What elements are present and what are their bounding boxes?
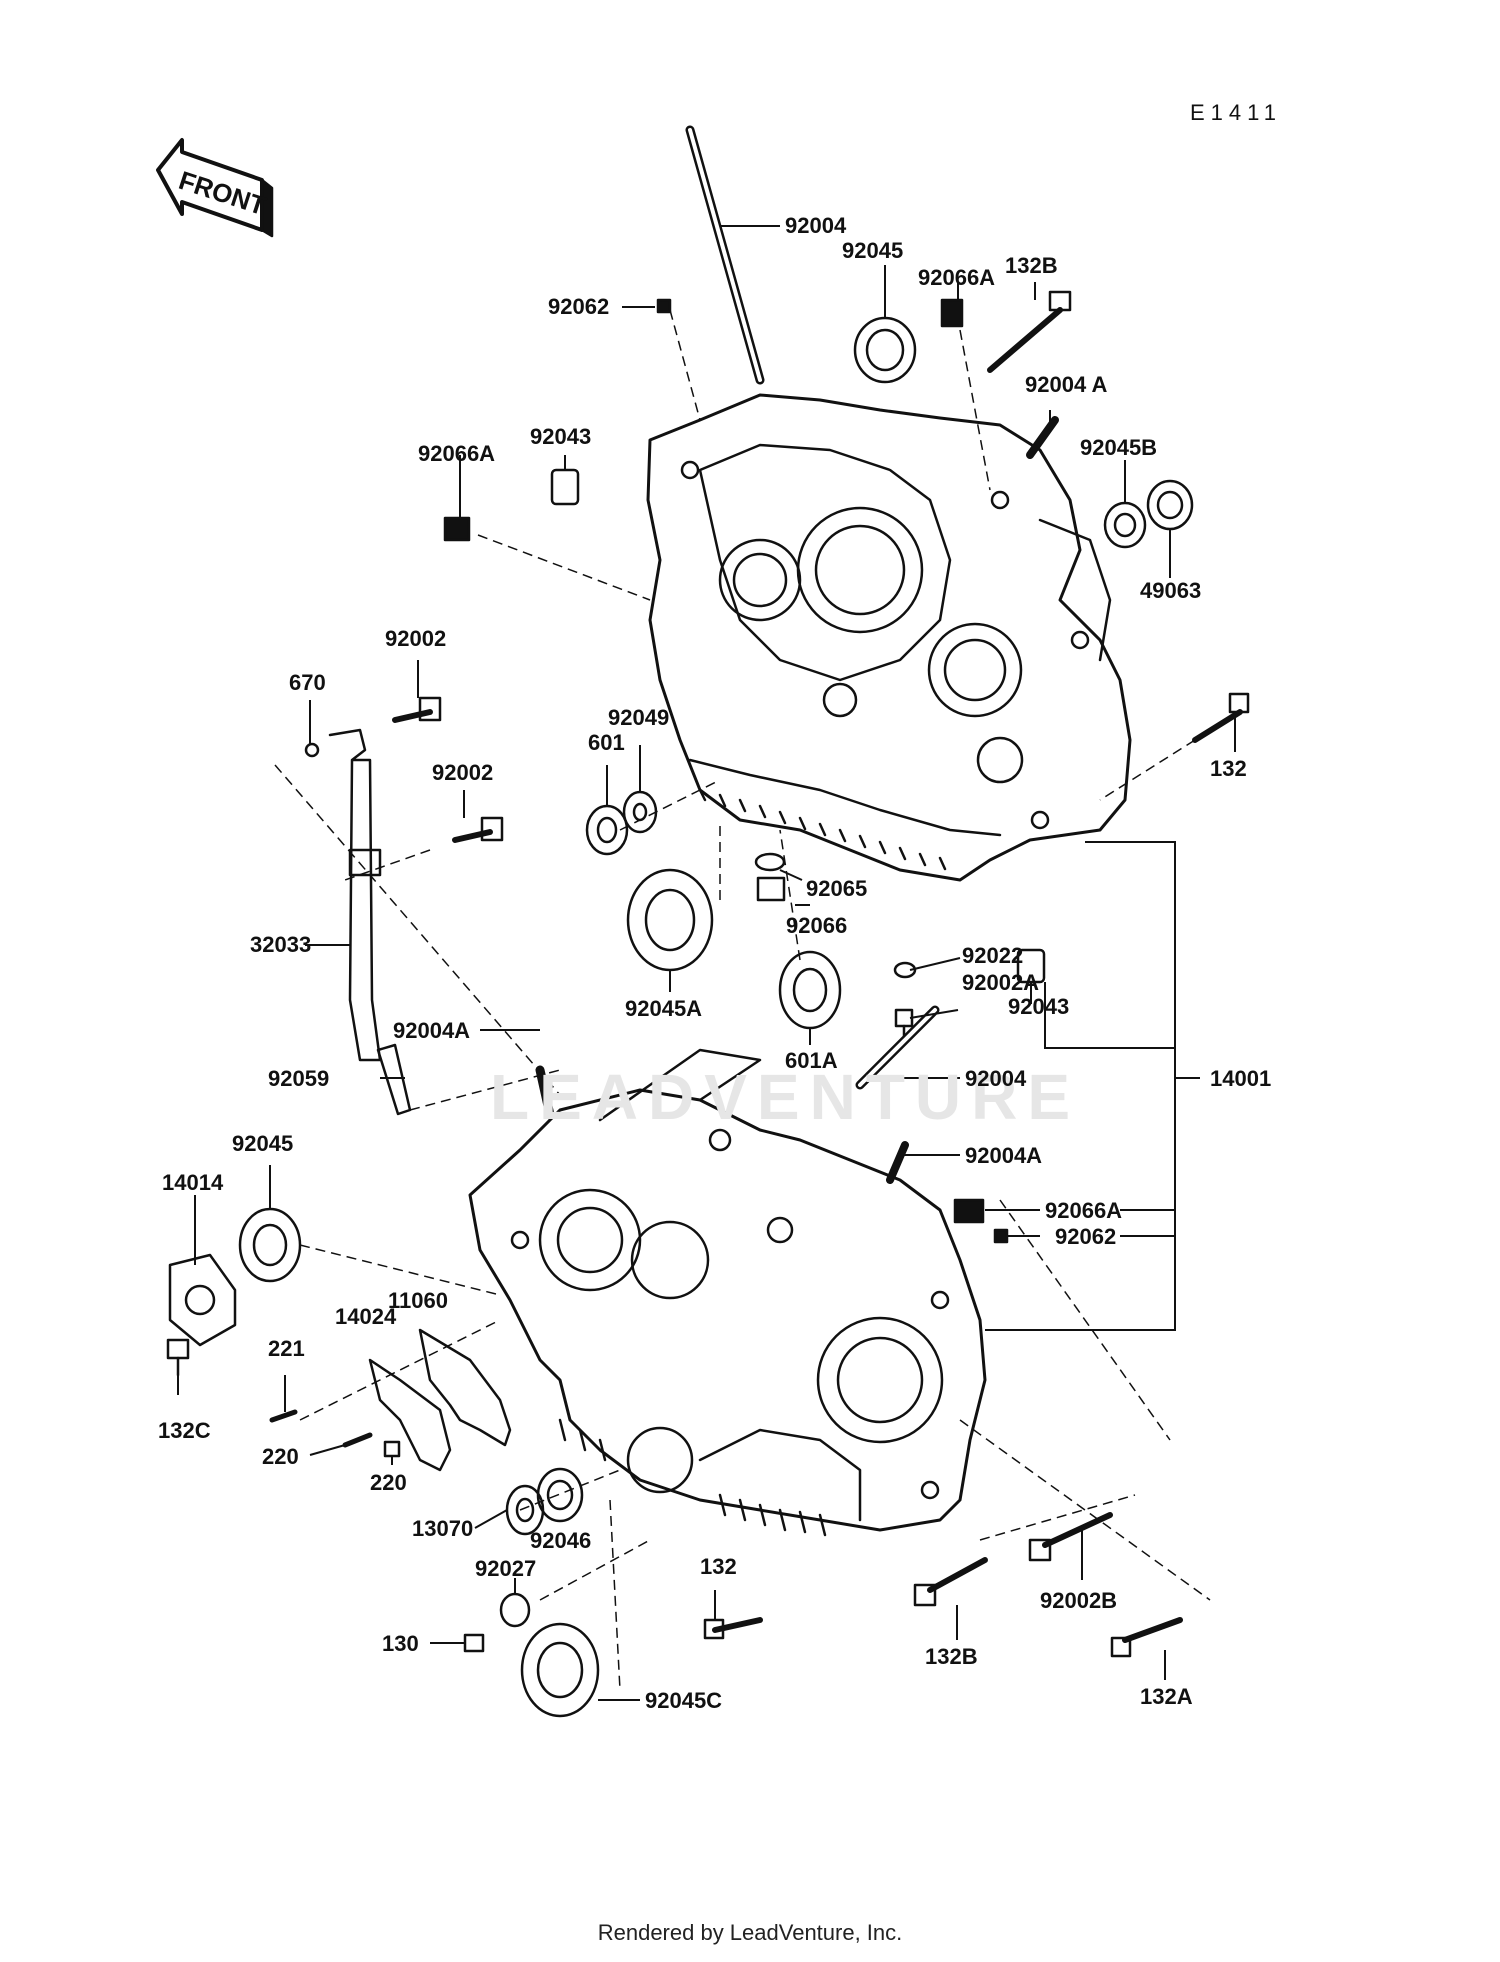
part-label-132-right[interactable]: 132 [1210, 756, 1247, 781]
part-label-132B-bottom[interactable]: 132B [925, 1644, 978, 1669]
part-label-92004A-top[interactable]: 92004 A [1025, 372, 1108, 397]
part-label-92002-b[interactable]: 92002 [432, 760, 494, 785]
seal-49063 [1146, 479, 1194, 531]
part-label-220-b[interactable]: 220 [370, 1470, 407, 1495]
part-label-92004-top[interactable]: 92004 [785, 213, 847, 238]
alignment-dashed-lines [274, 309, 1211, 1691]
bolt-92002-a [392, 696, 442, 723]
part-label-92004A-mid[interactable]: 92004A [393, 1018, 471, 1043]
part-label-92004A-right[interactable]: 92004A [965, 1143, 1043, 1168]
part-label-14024[interactable]: 14024 [335, 1304, 397, 1329]
bolt-132A [1110, 1617, 1183, 1658]
part-label-92066A-top[interactable]: 92066A [918, 265, 996, 290]
part-label-11060[interactable]: 11060 [388, 1288, 448, 1313]
part-label-14001[interactable]: 14001 [1210, 1066, 1272, 1091]
part-label-92045A[interactable]: 92045A [625, 996, 703, 1021]
plug-92066A-right [953, 1198, 985, 1224]
plate-11060 [418, 1328, 512, 1447]
bolt-92002B [1028, 1512, 1113, 1562]
leader-lines [177, 225, 1236, 1701]
part-label-92027[interactable]: 92027 [475, 1556, 537, 1581]
bolt-132B-top [987, 290, 1072, 373]
part-label-92066A-right[interactable]: 92066A [1045, 1198, 1123, 1223]
part-label-13070[interactable]: 13070 [412, 1516, 474, 1541]
bolt-132B-bottom [913, 1557, 988, 1607]
needle-bearing-92046 [536, 1467, 584, 1523]
part-label-92002-a[interactable]: 92002 [385, 626, 447, 651]
part-label-92066[interactable]: 92066 [786, 913, 848, 938]
part-label-92065[interactable]: 92065 [806, 876, 868, 901]
part-label-92045-top[interactable]: 92045 [842, 238, 904, 263]
part-label-132A[interactable]: 132A [1140, 1684, 1193, 1709]
part-label-92043-top[interactable]: 92043 [530, 424, 592, 449]
plug-92066A-top [940, 298, 964, 328]
bearing-92045-left [238, 1207, 302, 1283]
screw-220-a [342, 1432, 373, 1448]
part-label-92002A[interactable]: 92002A [962, 970, 1040, 995]
washer-92065 [754, 852, 786, 872]
part-label-14014[interactable]: 14014 [162, 1170, 224, 1195]
stud-92004-mid [855, 1005, 940, 1090]
part-label-132-bottom[interactable]: 132 [700, 1554, 737, 1579]
part-label-92045C[interactable]: 92045C [645, 1688, 723, 1713]
part-label-92066A-left[interactable]: 92066A [418, 441, 496, 466]
part-label-92046[interactable]: 92046 [530, 1528, 592, 1553]
stud-92004A-top [1026, 416, 1059, 459]
part-label-92062-right[interactable]: 92062 [1055, 1224, 1117, 1249]
bolt-132C [166, 1338, 190, 1377]
bearing-92045A [626, 868, 714, 972]
stud-92004A-right [886, 1141, 909, 1184]
part-label-220-a[interactable]: 220 [262, 1444, 299, 1469]
part-label-92022[interactable]: 92022 [962, 943, 1024, 968]
watermark-logo: LEADVENTURE [490, 1061, 1081, 1133]
part-label-92002B[interactable]: 92002B [1040, 1588, 1118, 1613]
diagram-id: E1411 [1190, 100, 1282, 125]
part-label-601A[interactable]: 601A [785, 1048, 838, 1073]
footer-credit: Rendered by LeadVenture, Inc. [597, 1920, 903, 1945]
part-label-132B-top[interactable]: 132B [1005, 253, 1058, 278]
stud-92004A-mid [535, 1065, 555, 1120]
screw-220-b [383, 1440, 401, 1458]
washer-92022 [893, 961, 917, 979]
upper-crankcase-half [646, 393, 1132, 882]
bracket-32033 [328, 728, 382, 1062]
stud-92004-top [685, 125, 765, 385]
front-arrow-icon [156, 138, 274, 238]
bearing-92045C [520, 1622, 600, 1718]
part-label-670[interactable]: 670 [289, 670, 326, 695]
dowel-92062-top [656, 298, 672, 314]
part-label-32033[interactable]: 32033 [250, 932, 312, 957]
bolt-130 [463, 1633, 485, 1653]
part-label-92062-top[interactable]: 92062 [548, 294, 610, 319]
bearing-601A [778, 950, 842, 1030]
part-label-92043-mid[interactable]: 92043 [1008, 994, 1070, 1019]
part-label-132C[interactable]: 132C [158, 1418, 211, 1443]
pin-92059 [376, 1043, 412, 1116]
bolt-132-bottom [703, 1617, 763, 1640]
part-label-601[interactable]: 601 [588, 730, 625, 755]
part-label-130[interactable]: 130 [382, 1631, 419, 1656]
washer-92027 [499, 1592, 531, 1628]
part-label-92045-left[interactable]: 92045 [232, 1131, 294, 1156]
plug-92066A-left [443, 516, 471, 542]
bolt-132-right [1192, 692, 1250, 743]
plate-14024 [368, 1358, 452, 1472]
part-label-92049[interactable]: 92049 [608, 705, 670, 730]
part-label-221[interactable]: 221 [268, 1336, 305, 1361]
part-label-92059[interactable]: 92059 [268, 1066, 330, 1091]
bolt-92002-b [452, 816, 504, 843]
bearing-92045-top [853, 316, 917, 384]
plate-14014 [168, 1253, 237, 1347]
lower-crankcase-half [468, 1048, 987, 1537]
bearing-92045B [1103, 501, 1147, 549]
plug-92066 [756, 876, 786, 902]
dowel-92043-top [550, 468, 580, 506]
screw-221 [269, 1409, 298, 1423]
clip-670 [304, 742, 320, 758]
part-label-92004-mid[interactable]: 92004 [965, 1066, 1027, 1091]
part-label-49063[interactable]: 49063 [1140, 578, 1202, 603]
dowel-92062-right [993, 1228, 1009, 1244]
part-label-92045B[interactable]: 92045B [1080, 435, 1158, 460]
